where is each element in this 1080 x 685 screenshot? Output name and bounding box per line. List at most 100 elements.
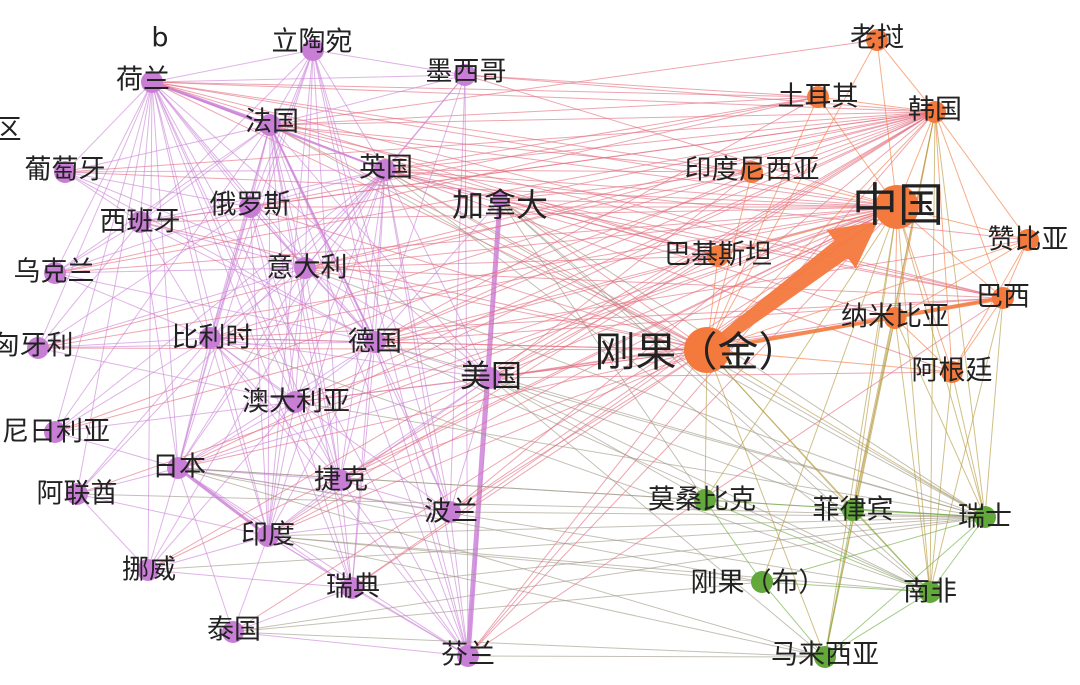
edge-uk-czech [339, 169, 386, 481]
edge-brazil-namibia [894, 297, 1004, 319]
edge-italy-indonesia [304, 171, 753, 269]
edge-ukraine-italy [54, 267, 306, 274]
edge-southafrica-mozambique [704, 499, 931, 593]
edge-uae-china [76, 206, 898, 495]
node-usa [479, 367, 501, 389]
node-lithuania [302, 39, 324, 61]
edge-uk-russia [249, 169, 386, 208]
edge-thailand-switzerland [232, 516, 986, 633]
edge-belgium-china [209, 206, 898, 339]
edge-australia-japan [177, 401, 296, 469]
edge-lithuania-finland [312, 49, 469, 657]
edge-germany-brazil [374, 297, 1004, 343]
edge-argentina-zambia [951, 239, 1029, 373]
edge-namibia-zambia [894, 239, 1029, 319]
edge-china-congo [761, 206, 898, 583]
edge-italy-australia [294, 267, 306, 403]
edge-finland-drc [467, 349, 708, 657]
edge-netherlands-norway [147, 81, 153, 571]
edge-portugal-korea [64, 111, 936, 173]
edge-ukraine-korea [54, 111, 936, 274]
edge-drc-korea [706, 111, 936, 351]
edge-argentina-switzerland [951, 371, 986, 518]
node-label-hungary: 匈牙利 [0, 331, 74, 362]
edge-china-malaysia [824, 206, 898, 658]
nodes-layer [27, 29, 1039, 668]
edge-sweden-thailand [232, 587, 353, 633]
node-label-norway: 挪威 [122, 555, 176, 586]
edge-uk-drc [384, 169, 708, 351]
edge-russia-belgium [209, 206, 251, 339]
edge-uk-germany [374, 169, 386, 343]
edge-india-norway [147, 535, 269, 571]
edge-italy-usa [304, 267, 491, 379]
edge-czech-finland [339, 479, 469, 657]
edge-netherlands-czech [151, 81, 341, 481]
node-turkey [807, 86, 829, 108]
node-canada [492, 192, 508, 208]
edge-ukraine-germany [54, 272, 376, 343]
edge-china-indonesia [751, 171, 898, 208]
edge-sweden-finland [351, 587, 469, 657]
edge-malaysia-philippines [824, 509, 854, 658]
edge-usa-indonesia [489, 171, 753, 379]
node-label-namibia: 纳米比亚 [841, 302, 949, 333]
node-label-japan: 日本 [152, 452, 206, 483]
edge-uk-australia [294, 169, 386, 403]
edge-netherlands-hungary [37, 81, 153, 349]
node-drc [684, 327, 730, 373]
edge-drc-namibia [706, 317, 896, 351]
edge-germany-australia [294, 341, 376, 403]
edge-czech-drc [339, 349, 708, 481]
node-label-france: 法国 [245, 107, 299, 138]
edge-usa-czech [339, 377, 491, 481]
edge-usa-japan [177, 377, 491, 469]
node-label-russia: 俄罗斯 [210, 190, 291, 221]
edge-ukraine-belgium [54, 272, 211, 339]
edge-finland-korea [467, 111, 936, 657]
edge-japan-norway [147, 467, 179, 571]
edge-germany-drc [374, 341, 708, 351]
edge-uae-uk [76, 169, 386, 495]
edge-finland-china [467, 206, 898, 657]
node-korea [924, 101, 946, 123]
edge-belgium-korea [209, 111, 936, 339]
edge-canada-drc [499, 199, 708, 351]
node-label-argentina: 阿根廷 [912, 356, 993, 387]
edge-belgium-poland [209, 337, 451, 513]
edge-portugal-russia [64, 171, 251, 208]
node-japan [167, 457, 189, 479]
edge-italy-pakistan [304, 255, 719, 269]
node-australia [284, 391, 306, 413]
node-brazil [992, 287, 1014, 309]
edge-hungary-korea [37, 111, 936, 349]
node-label-congo: 刚果（布） [691, 568, 826, 599]
edge-uk-namibia [384, 169, 896, 319]
node-portugal [54, 161, 76, 183]
edge-france-india [267, 124, 271, 537]
edge-mexico-korea [464, 74, 936, 113]
edge-spain-ukraine [54, 221, 141, 274]
edge-japan-congo [177, 467, 763, 583]
edge-italy-korea [304, 111, 936, 269]
node-label-netherlands: 荷兰 [116, 65, 170, 96]
node-uk [374, 159, 396, 181]
edge-usa-argentina [489, 371, 953, 379]
edge-arrow-drc-china [708, 221, 878, 352]
edge-uk-zambia [384, 169, 1029, 241]
edge-spain-china [139, 206, 898, 223]
edge-poland-korea [449, 111, 936, 513]
edge-netherlands-spain [139, 81, 153, 223]
node-hungary [27, 337, 49, 359]
edge-france-czech [269, 124, 341, 481]
edge-japan-thailand [177, 467, 234, 633]
node-uae [66, 483, 88, 505]
edge-china-laos [876, 39, 898, 208]
edge-canada-southafrica [499, 199, 931, 593]
edge-japan-southafrica [177, 467, 931, 593]
edge-australia-india [267, 401, 296, 537]
edge-france-spain [139, 124, 271, 223]
edge-japan-drc [177, 349, 708, 469]
edge-uk-japan [177, 169, 386, 469]
